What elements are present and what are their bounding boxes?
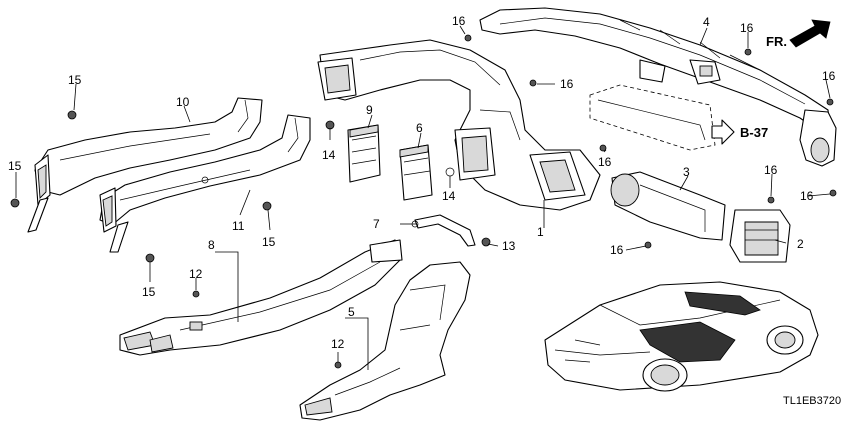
callout-8: 8 <box>208 238 215 252</box>
vehicle-locator <box>544 281 819 392</box>
callout-15-left: 15 <box>8 159 22 173</box>
callout-13: 13 <box>502 239 516 253</box>
reference-view: B-37 <box>589 84 768 151</box>
callout-16-upper-right: 16 <box>740 21 754 35</box>
part-9-connector <box>347 124 381 183</box>
diagram-code: TL1EB3720 <box>783 395 841 407</box>
callout-3: 3 <box>683 165 690 179</box>
callout-14-right: 14 <box>442 189 456 203</box>
callout-12-lower: 12 <box>331 337 345 351</box>
callout-16-lower: 16 <box>610 243 624 257</box>
front-direction-indicator: FR. <box>766 19 831 49</box>
part-7-bracket <box>411 214 476 247</box>
callout-10: 10 <box>176 95 190 109</box>
callout-16-center: 16 <box>560 77 574 91</box>
part-2-outlet <box>729 209 791 263</box>
callout-16-right-a: 16 <box>764 163 778 177</box>
reference-label: B-37 <box>740 125 768 140</box>
callout-2: 2 <box>797 237 804 251</box>
part-1-center-duct <box>317 39 601 211</box>
callout-15-mid: 15 <box>262 235 276 249</box>
part-10-side-duct <box>27 97 263 233</box>
part-4-upper-duct <box>479 7 837 167</box>
callout-6: 6 <box>416 121 423 135</box>
leader-lines <box>15 25 831 370</box>
callout-9: 9 <box>366 103 373 117</box>
callout-15-bottom: 15 <box>142 285 156 299</box>
part-11-side-duct <box>99 114 311 253</box>
front-direction-label: FR. <box>766 34 787 49</box>
callout-12-upper: 12 <box>189 267 203 281</box>
part-6-connector <box>399 144 433 201</box>
callout-7: 7 <box>373 217 380 231</box>
part-8-floor-duct <box>119 239 403 356</box>
part-5-rear-duct <box>299 261 471 421</box>
callout-16-top: 16 <box>452 14 466 28</box>
callout-4: 4 <box>703 15 710 29</box>
fastener-set <box>10 34 837 369</box>
callout-1: 1 <box>537 225 544 239</box>
callout-11: 11 <box>232 219 245 233</box>
callout-16-right-b: 16 <box>800 189 814 203</box>
callout-16-far-right: 16 <box>822 69 836 83</box>
callout-14-left: 14 <box>322 148 336 162</box>
callout-labels: 1 2 3 4 5 6 7 8 9 10 11 12 12 13 14 14 1… <box>8 14 836 351</box>
callout-16-mid: 16 <box>598 155 612 169</box>
callout-5: 5 <box>348 305 355 319</box>
part-3-duct <box>610 171 726 241</box>
callout-15-top: 15 <box>68 73 82 87</box>
